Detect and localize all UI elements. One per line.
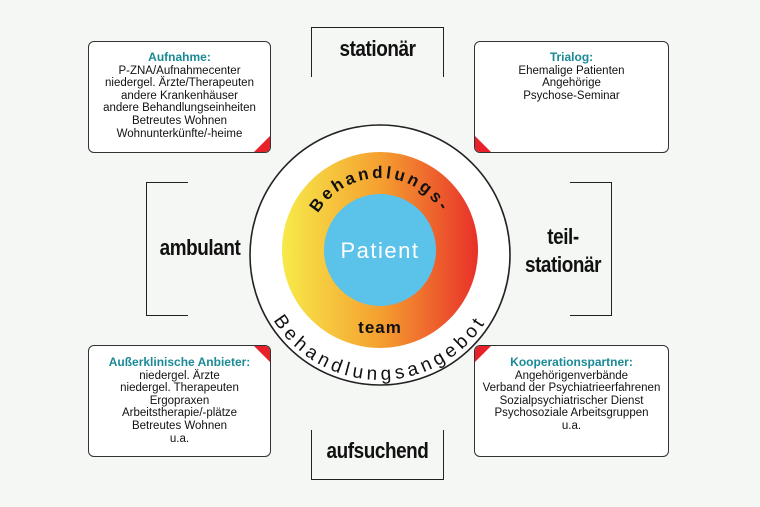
mode-teilstationaer-line1: teil- [547,224,579,249]
corner-marker [254,136,270,152]
card-aufnahme-title: Aufnahme: [148,50,211,64]
list-item: Wohnunterkünfte/-heime [116,127,243,140]
mode-aufsuchend: aufsuchend [326,438,429,463]
ring-label-bottom: team [358,318,402,337]
list-item: Ergopraxen [149,394,210,407]
mode-teilstationaer-line2: stationär [524,252,602,277]
card-trialog-title: Trialog: [549,50,594,64]
list-item: P-ZNA/Aufnahmecenter [118,64,241,77]
list-item: Arbeitstherapie/-plätze [121,407,238,420]
card-anbieter-title: Außerklinische Anbieter: [108,355,251,369]
corner-marker [475,346,491,362]
list-item: andere Krankenhäuser [121,89,238,102]
list-item: Betreutes Wohnen [131,114,228,127]
bottom-bracket [311,430,444,480]
corner-marker [254,346,270,362]
list-item: Psychosoziale Arbeitsgruppen [494,407,649,420]
list-item: Angehörige [542,77,601,90]
patient-circle [324,194,436,306]
list-item: niedergel. Ärzte [139,369,220,382]
list-item: Verband der Psychiatrieerfahrenen [482,382,661,395]
top-bracket [311,27,444,77]
list-item: Angehörigenverbände [514,369,629,382]
corner-marker [475,136,491,152]
left-bracket [146,182,188,316]
mode-stationaer: stationär [339,36,416,61]
list-item: Ehemalige Patienten [518,64,625,77]
list-item: andere Behandlungseinheiten [103,102,256,115]
list-item: u.a. [169,432,190,445]
list-item: Sozialpsychiatrischer Dienst [499,394,644,407]
list-item: u.a. [561,419,582,432]
right-bracket [570,182,612,316]
list-item: Psychose-Seminar [523,89,620,102]
patient-label: Patient [341,238,420,263]
list-item: Betreutes Wohnen [131,419,228,432]
card-trialog: Trialog: Ehemalige Patienten Angehörige … [474,41,669,153]
list-item: niedergel. Ärzte/Therapeuten [105,77,254,90]
card-ausserklinische-anbieter: Außerklinische Anbieter: niedergel. Ärzt… [88,345,271,457]
card-kooperation-title: Kooperationspartner: [510,355,633,369]
card-kooperationspartner: Kooperationspartner: Angehörigenverbände… [474,345,669,457]
list-item: niedergel. Therapeuten [120,382,239,395]
card-aufnahme: Aufnahme: P-ZNA/Aufnahmecenter niedergel… [88,41,271,153]
mode-ambulant: ambulant [159,235,241,260]
